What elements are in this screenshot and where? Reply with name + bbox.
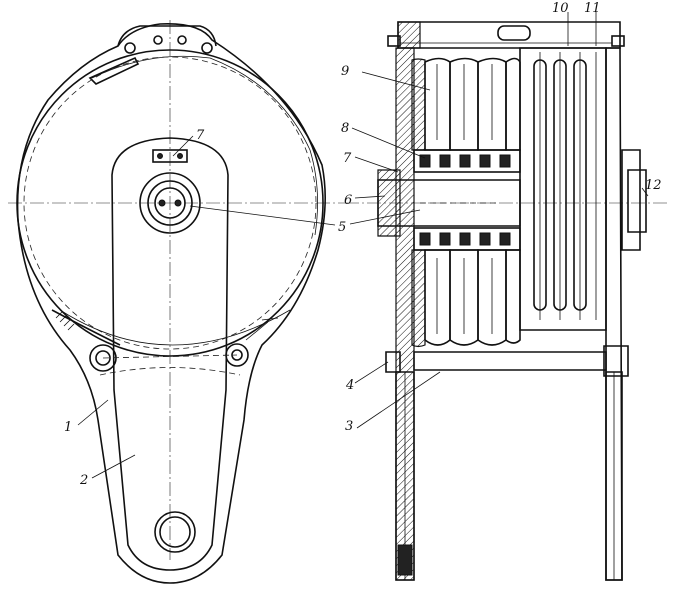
- label-10: 10: [552, 1, 569, 16]
- leader-7b: [354, 156, 399, 173]
- housing-outline: [16, 23, 326, 584]
- bearing-race: [413, 149, 521, 173]
- fixed-groove-lines: [539, 52, 597, 320]
- roller: [479, 232, 491, 246]
- keeper-bolt: [157, 153, 163, 159]
- lower-dashed-arc: [99, 367, 241, 376]
- front-view: [8, 20, 345, 584]
- label-2: 2: [79, 473, 88, 488]
- groove-lines: [436, 258, 493, 334]
- drum-inner-dashed: [23, 56, 317, 350]
- upper-sheaves: [411, 57, 521, 151]
- top-bracket: [117, 25, 217, 47]
- hub-bolt: [158, 199, 166, 207]
- roller: [459, 232, 471, 246]
- roller: [499, 154, 511, 168]
- leader-4: [354, 361, 389, 384]
- right-leg: [605, 371, 623, 581]
- pivot-link-dashed: [102, 354, 238, 359]
- groove-lines: [436, 64, 493, 140]
- band-spring: [55, 311, 75, 331]
- frame-bolt-left: [387, 35, 401, 47]
- leader-2: [91, 454, 136, 479]
- roller: [439, 154, 451, 168]
- label-6: 6: [344, 193, 352, 208]
- label-7-front: 7: [196, 128, 205, 143]
- fixed-sheaves: [519, 47, 607, 331]
- keeper-bolt: [177, 153, 183, 159]
- keeper-plate: [152, 149, 188, 163]
- frame-slot: [497, 25, 531, 41]
- leader-3: [356, 371, 441, 429]
- fixed-block: [519, 47, 607, 331]
- leader-7a: [172, 135, 194, 157]
- leader-5: [189, 205, 336, 226]
- leader-12: [641, 187, 649, 197]
- sheave: [505, 57, 521, 151]
- roller: [419, 232, 431, 246]
- leader-8: [351, 127, 426, 159]
- bracket-hole: [153, 35, 163, 45]
- eye-outer: [154, 511, 196, 553]
- frame-bolt-right: [611, 35, 625, 47]
- lower-guard-arc: [59, 309, 291, 346]
- end-cap-nut: [627, 169, 647, 233]
- hub-inner: [154, 187, 186, 219]
- label-12: 12: [645, 178, 662, 193]
- label-5: 5: [338, 220, 346, 235]
- eye-inner: [159, 516, 191, 548]
- label-4: 4: [345, 378, 354, 393]
- drum-circle: [16, 49, 324, 357]
- left-leg: [395, 371, 415, 581]
- hub-bolt: [174, 199, 182, 207]
- label-7-section: 7: [343, 151, 352, 166]
- end-cap: [621, 149, 641, 251]
- left-foot: [397, 544, 413, 576]
- bearing-row-lower: [413, 227, 521, 251]
- housing-inner-rim: [91, 55, 318, 236]
- leader-6: [354, 195, 386, 199]
- lever-arm: [111, 137, 229, 571]
- label-3: 3: [345, 419, 353, 434]
- tie-bar: [413, 351, 607, 371]
- lower-sheaves: [411, 249, 521, 348]
- section-view: [345, 12, 668, 581]
- label-9: 9: [341, 64, 349, 79]
- leader-1: [77, 399, 109, 426]
- bearing-row-upper: [413, 149, 521, 173]
- tie-bolt-nut: [603, 345, 629, 377]
- sheave-flange: [411, 249, 426, 348]
- shaft-cap: [377, 169, 401, 237]
- roller: [499, 232, 511, 246]
- brake-band: [51, 309, 121, 346]
- roller: [439, 232, 451, 246]
- bracket-hole: [177, 35, 187, 45]
- pivot-bolt-right-inner: [231, 349, 243, 361]
- top-frame-hatch: [397, 21, 421, 49]
- hub-outer: [139, 172, 201, 234]
- sheave-flange: [411, 58, 426, 151]
- roller: [459, 154, 471, 168]
- label-1: 1: [64, 420, 72, 435]
- sheave: [505, 249, 521, 344]
- right-link: [245, 317, 279, 341]
- fixed-sheave-slot: [573, 59, 587, 311]
- fixed-sheave-slot: [533, 59, 547, 311]
- label-11: 11: [584, 1, 601, 16]
- sheave: [424, 249, 451, 346]
- pivot-bolt-left-inner: [95, 350, 111, 366]
- hub-ring: [147, 180, 193, 226]
- upper-latch: [88, 56, 140, 85]
- leader-5b: [349, 209, 421, 225]
- sheave: [424, 57, 451, 151]
- leader-9: [361, 71, 431, 91]
- label-8: 8: [341, 121, 349, 136]
- bracket-hole: [201, 42, 213, 54]
- bracket-hole: [124, 42, 136, 54]
- roller: [419, 154, 431, 168]
- roller: [479, 154, 491, 168]
- fixed-sheave-slot: [553, 59, 567, 311]
